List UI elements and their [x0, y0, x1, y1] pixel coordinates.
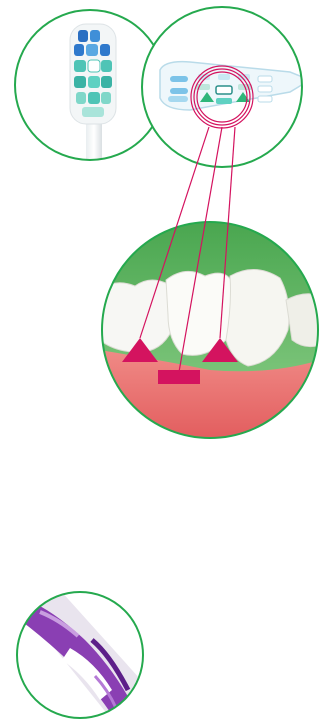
- brush-handle-photo: [17, 590, 150, 722]
- teeth-gumline-illustration: [100, 220, 320, 440]
- bristle-pattern-diagram: [142, 7, 310, 167]
- rectangle-marker: [158, 370, 200, 384]
